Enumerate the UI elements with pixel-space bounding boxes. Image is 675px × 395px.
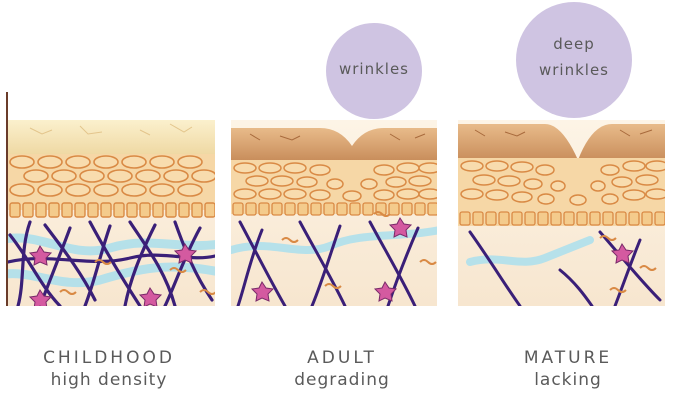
childhood-caption: CHILDHOOD high density — [9, 347, 209, 391]
mature-caption: MATURE lacking — [468, 347, 668, 391]
stage-title: CHILDHOOD — [9, 347, 209, 369]
wrinkles-label: wrinkles — [519, 59, 629, 81]
wrinkled-epidermis-surface — [231, 128, 437, 160]
stage-title: MATURE — [468, 347, 668, 369]
wrinkles-label: wrinkles — [339, 60, 409, 78]
childhood-skin-panel — [0, 120, 220, 309]
adult-caption: ADULT degrading — [242, 347, 442, 391]
wrinkles-callout-text: wrinkles — [324, 58, 424, 80]
deep-label: deep — [519, 33, 629, 55]
stage-title: ADULT — [242, 347, 442, 369]
deep-wrinkles-callout-text: deep wrinkles — [519, 33, 629, 81]
stage-description: high density — [9, 369, 209, 391]
stage-description: lacking — [468, 369, 668, 391]
smooth-epidermis-surface — [8, 120, 215, 154]
mature-skin-panel — [458, 120, 668, 306]
stage-description: degrading — [242, 369, 442, 391]
adult-skin-panel — [231, 120, 441, 306]
